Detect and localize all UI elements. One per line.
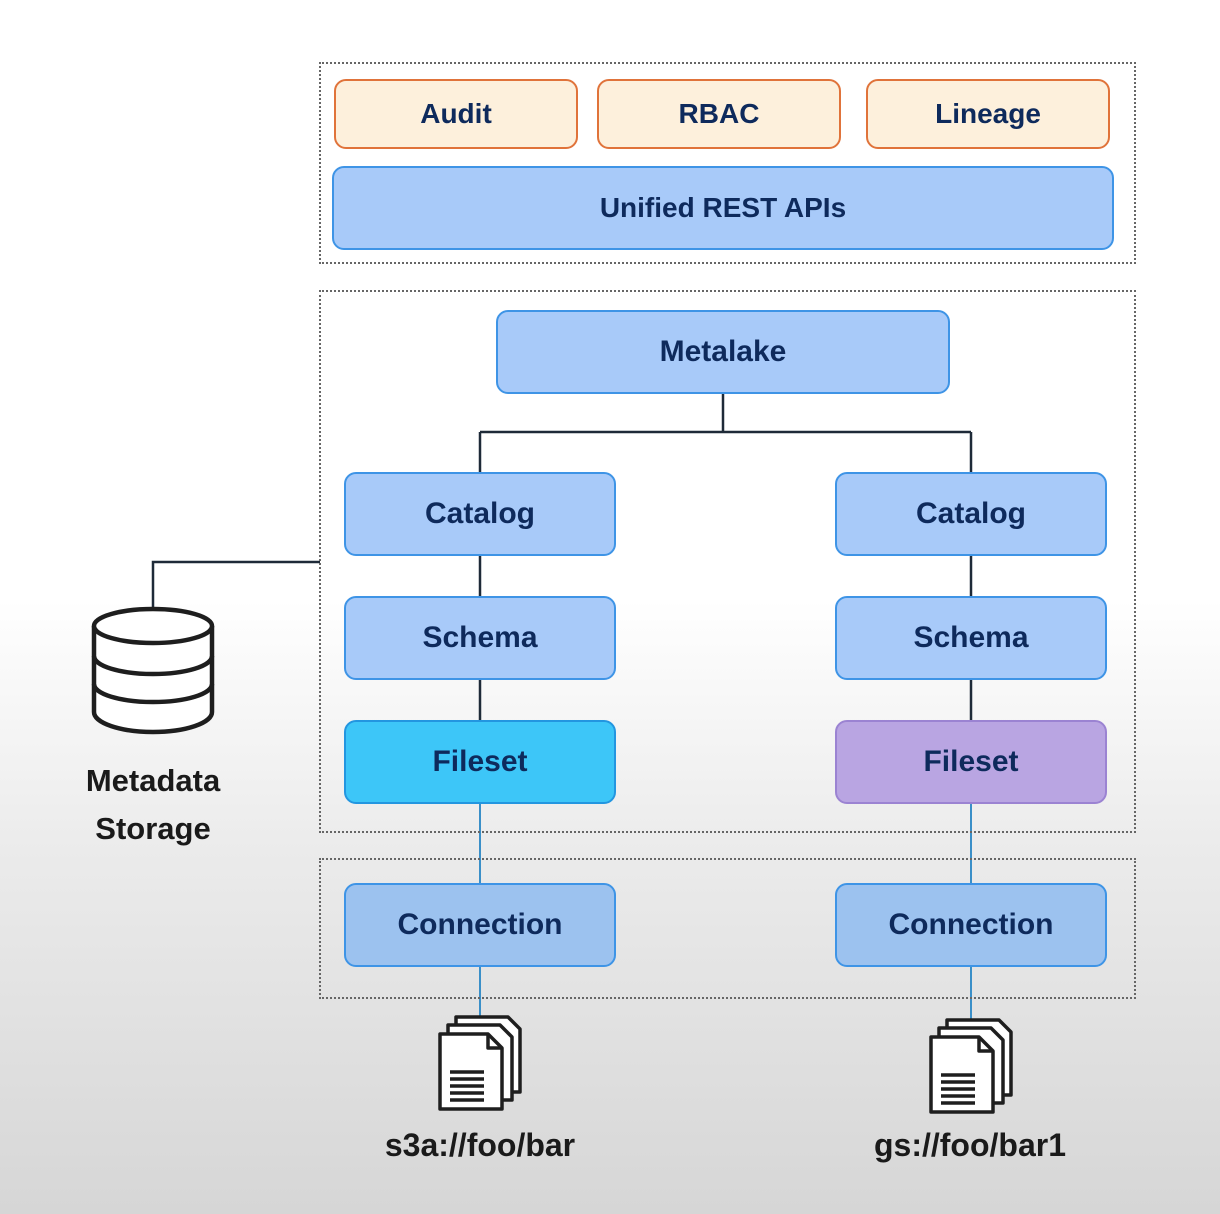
api-layer-group: [319, 62, 1136, 264]
audit-box: Audit: [334, 79, 578, 149]
right-path-label: gs://foo/bar1: [873, 1127, 1066, 1163]
metadata-storage-line2: Storage: [95, 811, 211, 846]
right-fileset-box: Fileset: [835, 720, 1107, 804]
metadata-hierarchy-group: [319, 290, 1136, 833]
metadata-storage-label: Metadata Storage: [40, 757, 266, 853]
left-path-label: s3a://foo/bar: [384, 1127, 576, 1163]
right-connection-box: Connection: [835, 883, 1107, 967]
rbac-box: RBAC: [597, 79, 841, 149]
connector-storage: [151, 560, 320, 608]
left-catalog-box: Catalog: [344, 472, 616, 556]
right-schema-box: Schema: [835, 596, 1107, 680]
connection-layer-group: [319, 858, 1136, 999]
metadata-storage-line1: Metadata: [85, 763, 221, 798]
left-fileset-box: Fileset: [344, 720, 616, 804]
left-schema-box: Schema: [344, 596, 616, 680]
metalake-box: Metalake: [496, 310, 950, 394]
lineage-box: Lineage: [866, 79, 1110, 149]
database-icon: [91, 606, 215, 735]
files-icon: [438, 1015, 522, 1111]
files-icon: [929, 1018, 1013, 1114]
left-connection-box: Connection: [344, 883, 616, 967]
unified-rest-apis-box: Unified REST APIs: [332, 166, 1114, 250]
right-catalog-box: Catalog: [835, 472, 1107, 556]
